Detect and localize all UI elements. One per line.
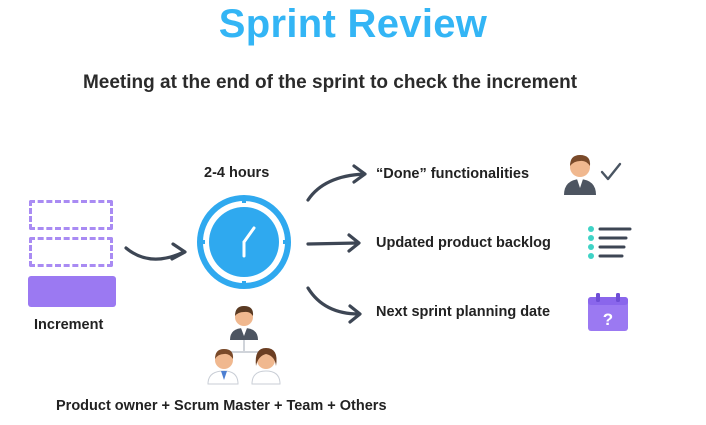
arrow-to-planning	[306, 286, 362, 324]
increment-solid-box	[28, 276, 116, 307]
increment-dashed-box-top	[29, 200, 113, 230]
timebox-label: 2-4 hours	[204, 165, 270, 181]
output-label-planning: Next sprint planning date	[376, 304, 551, 320]
output-label-done: “Done” functionalities	[376, 166, 530, 182]
arrow-to-done	[306, 164, 367, 202]
calendar-question-icon: ?	[588, 293, 628, 331]
output-label-backlog: Updated product backlog	[376, 235, 551, 251]
participants-icon	[207, 306, 281, 385]
subtitle: Meeting at the end of the sprint to chec…	[82, 72, 578, 93]
person-check-icon	[564, 155, 622, 195]
arrow-to-backlog	[306, 233, 361, 253]
list-icon	[588, 226, 632, 259]
page-title: Sprint Review	[218, 2, 488, 46]
participants-label: Product owner + Scrum Master + Team + Ot…	[56, 398, 387, 414]
arrow-to-clock	[124, 242, 187, 261]
increment-label: Increment	[34, 317, 104, 333]
calendar-question-mark: ?	[603, 310, 613, 329]
increment-dashed-box-bottom	[29, 237, 113, 267]
clock-icon	[197, 195, 291, 289]
